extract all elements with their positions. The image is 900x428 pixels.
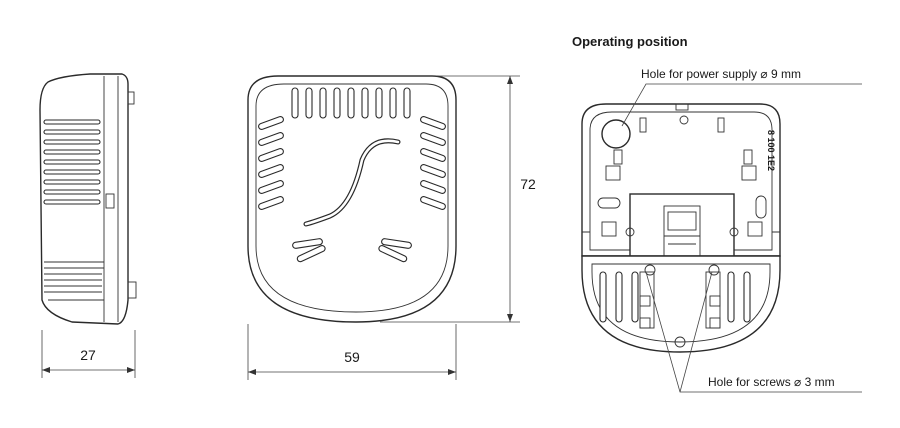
base-plate: 8 100 1E2 (581, 103, 781, 257)
diagram-title: Operating position (572, 34, 688, 49)
side-vent-slot (420, 196, 446, 210)
front-bottom-slots (292, 238, 412, 263)
bottom-vent-slot (381, 238, 412, 249)
top-vent-slot (291, 87, 299, 119)
side-vent-slot (43, 179, 101, 185)
screw-hole-leader (645, 271, 862, 393)
part-code: 8 100 1E2 (766, 130, 776, 171)
side-vent-slot (43, 159, 101, 165)
side-vent-slot (420, 132, 446, 146)
screw-hole-label: Hole for screws ⌀ 3 mm (708, 375, 835, 389)
plate-slots (599, 271, 751, 323)
bottom-vent-slot (292, 238, 323, 249)
top-vent-slot (389, 87, 397, 119)
side-vent-slot (43, 129, 101, 135)
plate-vent-slot (599, 271, 607, 323)
side-vent-slot (258, 116, 284, 130)
side-vent-slot (258, 180, 284, 194)
top-vent-slot (347, 87, 355, 119)
top-vent-slot (403, 87, 411, 119)
front-top-slots (291, 87, 411, 119)
side-vent-slot (420, 148, 446, 162)
top-vent-slot (305, 87, 313, 119)
bottom-vent-slot (378, 245, 408, 263)
side-vent-slot (258, 164, 284, 178)
plate-vent-slot (743, 271, 751, 323)
side-vent-slot (258, 148, 284, 162)
height-dimension (380, 75, 520, 323)
side-vent-slot (43, 199, 101, 205)
side-vent-slots (43, 119, 101, 205)
side-vent-slot (258, 196, 284, 210)
top-vent-slot (333, 87, 341, 119)
front-side-slots (258, 116, 446, 210)
power-hole-label: Hole for power supply ⌀ 9 mm (641, 67, 801, 81)
bottom-vent-slot (296, 245, 326, 263)
side-view (39, 73, 137, 325)
front-view (247, 75, 457, 323)
width-dimension (247, 324, 457, 380)
side-bottom-ribs (44, 273, 102, 293)
side-vent-slot (43, 139, 101, 145)
plate-vent-slot (615, 271, 623, 323)
side-vent-slot (43, 119, 101, 125)
plate-vent-slot (727, 271, 735, 323)
side-vent-slot (420, 116, 446, 130)
plate-vent-slot (631, 271, 639, 323)
top-vent-slot (361, 87, 369, 119)
depth-value: 27 (80, 347, 96, 363)
power-hole-leader (621, 83, 862, 127)
height-value: 72 (520, 176, 536, 192)
cover-plate (581, 255, 781, 353)
width-value: 59 (344, 349, 360, 365)
depth-dimension (41, 330, 136, 378)
top-vent-slot (319, 87, 327, 119)
power-supply-hole (601, 119, 631, 149)
side-vent-slot (43, 149, 101, 155)
side-vent-slot (258, 132, 284, 146)
side-vent-slot (420, 180, 446, 194)
side-vent-slot (43, 189, 101, 195)
side-vent-slot (420, 164, 446, 178)
side-vent-slot (43, 169, 101, 175)
top-vent-slot (375, 87, 383, 119)
